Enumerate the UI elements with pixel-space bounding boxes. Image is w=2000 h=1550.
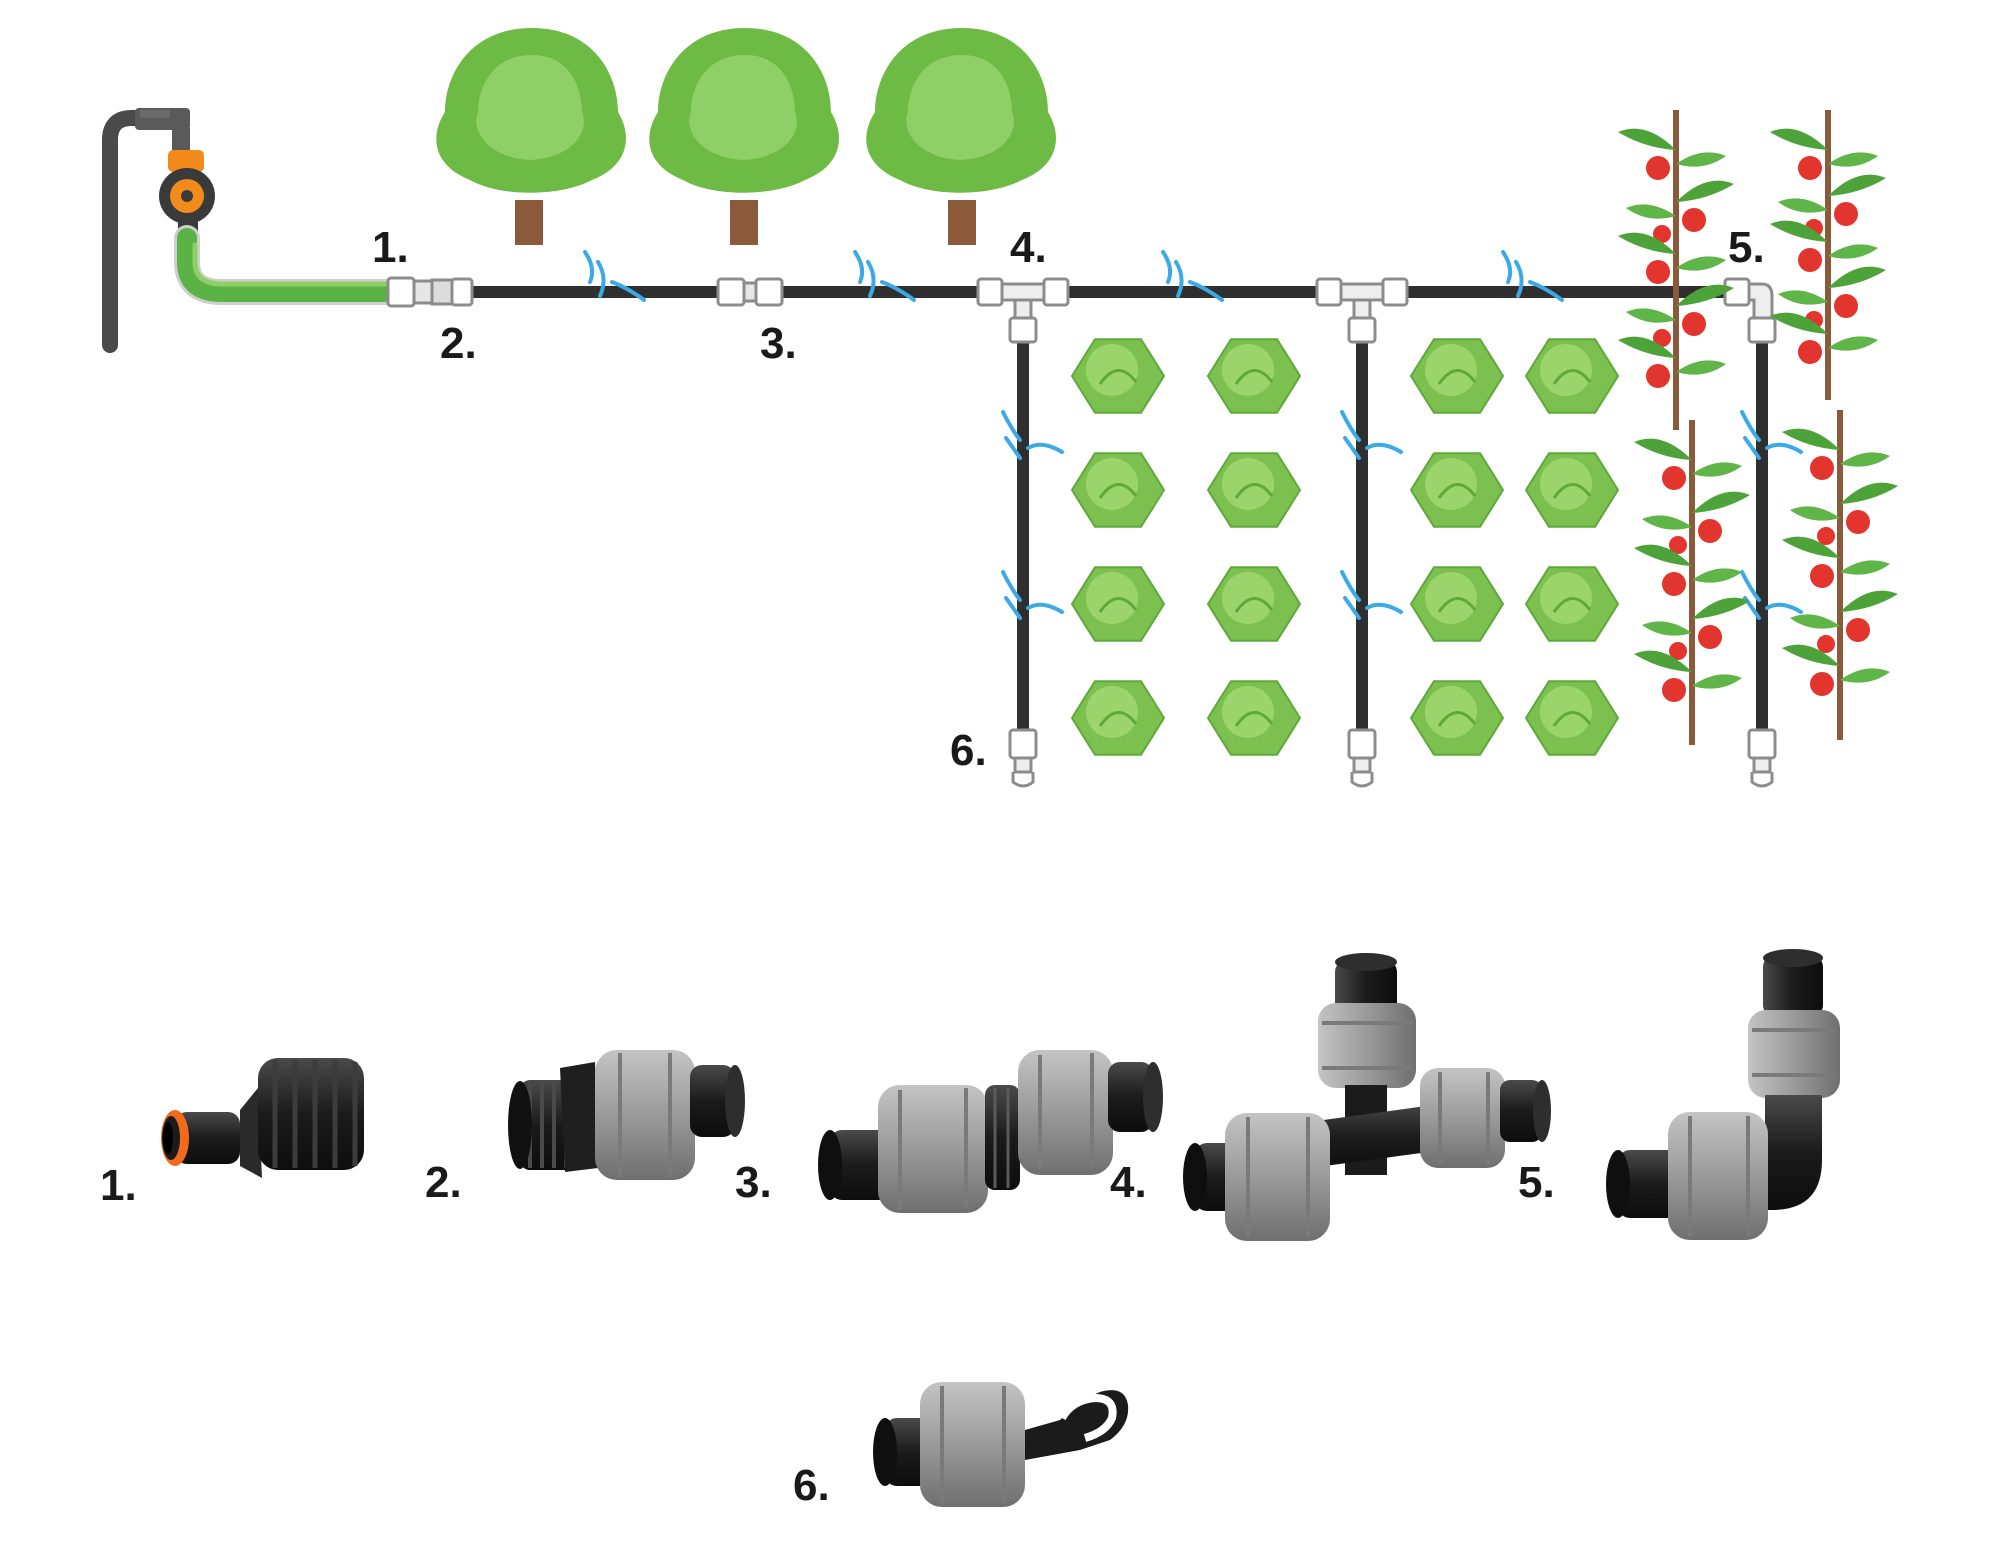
- tree: [866, 28, 1056, 245]
- tomato-plant: [1770, 110, 1886, 400]
- lettuce: [1070, 452, 1166, 528]
- lettuce: [1524, 566, 1620, 642]
- lettuce: [1524, 680, 1620, 756]
- product-label-tap-adapter: 1.: [100, 1161, 137, 1210]
- lettuce: [1524, 338, 1620, 414]
- diagram-label-end-plug: 6.: [950, 726, 987, 775]
- product-label-elbow-connector: 5.: [1518, 1158, 1555, 1207]
- diagram-straight-coupler: [716, 277, 784, 307]
- product-label-tee-connector: 4.: [1110, 1158, 1147, 1207]
- lettuce: [1409, 680, 1505, 756]
- diagram-threaded-connector: [430, 277, 474, 307]
- tomato-plants: [1618, 110, 1898, 745]
- tomato-plant: [1634, 420, 1750, 745]
- product-straight-coupler: [818, 1050, 1163, 1213]
- lettuce: [1206, 338, 1302, 414]
- product-label-end-plug: 6.: [793, 1461, 830, 1510]
- diagram-end-plugs: [1008, 728, 1777, 788]
- lettuce: [1070, 338, 1166, 414]
- diagram-label-straight-coupler: 3.: [760, 319, 797, 368]
- product-tap-adapter: [161, 1058, 364, 1178]
- product-elbow-connector: [1606, 949, 1840, 1240]
- tree: [649, 28, 839, 245]
- product-tee-connector: [1183, 953, 1551, 1241]
- diagram-tee-connector: [976, 277, 1070, 344]
- drip-laterals: [1017, 320, 1768, 745]
- lettuce: [1409, 338, 1505, 414]
- lettuce-plants: [1070, 338, 1620, 756]
- product-threaded-connector: [508, 1050, 745, 1180]
- product-labels: 1. 2. 3. 4. 5. 6.: [100, 1158, 1555, 1510]
- lettuce: [1070, 566, 1166, 642]
- diagram-labels: 1. 2. 3. 4. 5. 6.: [372, 223, 1765, 775]
- diagram-tap-adapter: [386, 276, 434, 308]
- product-label-straight-coupler: 3.: [735, 1158, 772, 1207]
- product-end-plug: [873, 1382, 1129, 1507]
- water-drip-icons: [583, 250, 1803, 620]
- tomato-plant: [1782, 410, 1898, 740]
- tomato-plant: [1618, 110, 1734, 430]
- diagram-label-tee-connector: 4.: [1010, 223, 1047, 272]
- diagram-label-elbow-connector: 5.: [1728, 223, 1765, 272]
- lettuce: [1409, 566, 1505, 642]
- tree: [436, 28, 626, 245]
- lettuce: [1206, 566, 1302, 642]
- diagram-label-threaded-connector: 2.: [440, 319, 477, 368]
- lettuce: [1409, 452, 1505, 528]
- lettuce: [1206, 452, 1302, 528]
- diagram-tee-connector: [1315, 277, 1409, 344]
- garden-hose: [174, 225, 398, 305]
- lettuce: [1070, 680, 1166, 756]
- diagram-elbow-connector: [1723, 277, 1777, 344]
- lettuce: [1206, 680, 1302, 756]
- lettuce: [1524, 452, 1620, 528]
- product-label-threaded-connector: 2.: [425, 1158, 462, 1207]
- diagram-label-tap-adapter: 1.: [372, 223, 409, 272]
